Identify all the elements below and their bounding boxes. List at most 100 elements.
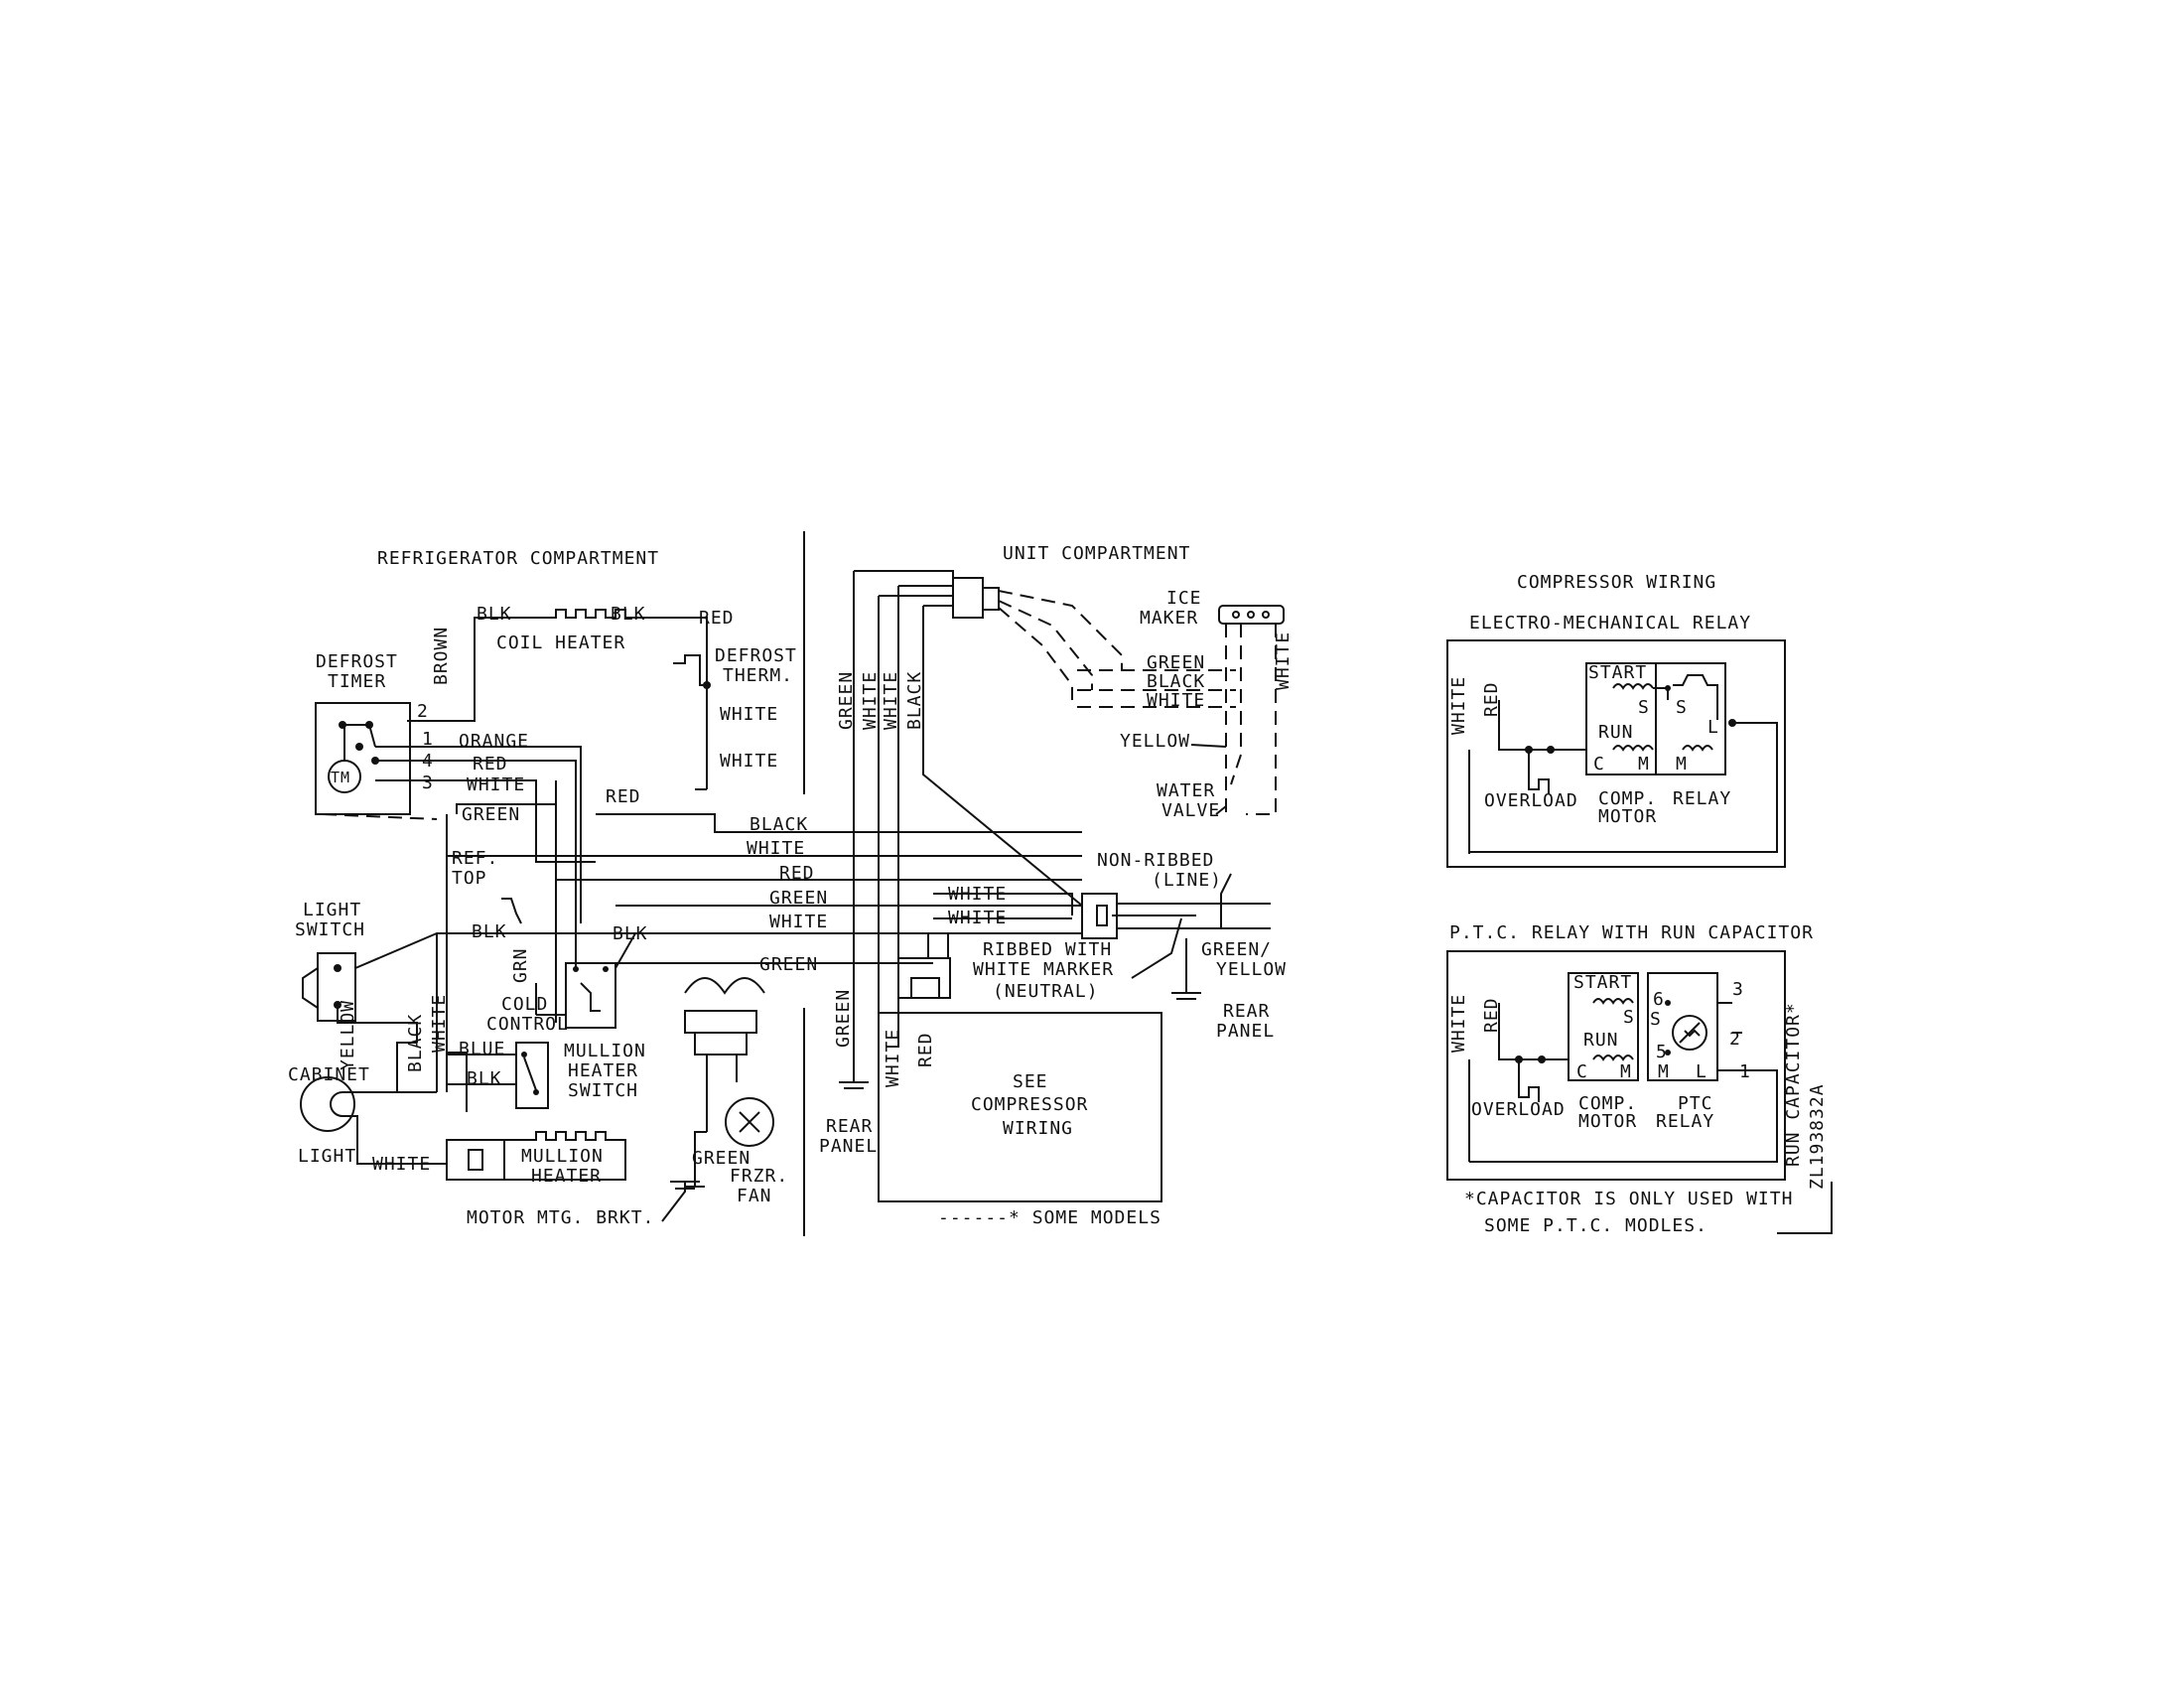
em-motor-label: MOTOR	[1598, 806, 1657, 827]
ptc-t5-label: 5	[1656, 1042, 1668, 1062]
wire-white-ice-vert-label: WHITE	[1273, 632, 1294, 690]
frzr-fan-label-1: FRZR.	[730, 1166, 788, 1187]
water-valve-label-1: WATER	[1157, 780, 1215, 801]
frzr-fan-label-2: FAN	[737, 1186, 772, 1206]
em-m-label-1: M	[1638, 754, 1650, 774]
ptc-comp-label: COMP.	[1578, 1093, 1637, 1114]
wire-orange-label: ORANGE	[459, 731, 529, 752]
rear-panel-right-label-2: PANEL	[1216, 1021, 1275, 1042]
em-l-label: L	[1707, 717, 1719, 738]
cabinet-label: CABINET	[288, 1064, 370, 1085]
defrost-timer-label-1: DEFROST	[316, 651, 398, 672]
non-ribbed-label-2: (LINE)	[1152, 870, 1222, 891]
mullion-heater	[446, 1131, 626, 1181]
motor-mtg-brkt-leader	[661, 1182, 686, 1222]
part-number-label: ZL193832A	[1807, 1083, 1828, 1190]
em-m-label-2: M	[1676, 754, 1688, 774]
em-wire-red-label: RED	[1481, 681, 1502, 717]
mullion-heater-switch-label-1: MULLION	[564, 1041, 646, 1061]
rear-panel-left-label-2: PANEL	[819, 1136, 878, 1157]
defrost-timer-label-2: TIMER	[328, 671, 386, 692]
mullion-heater-label-2: HEATER	[531, 1166, 602, 1187]
green-yellow-label-1: GREEN/	[1201, 939, 1272, 960]
mullion-heater-label-1: MULLION	[521, 1146, 604, 1167]
wire-green-harness-label: GREEN	[769, 888, 828, 909]
wire-grn-label: GRN	[510, 947, 531, 983]
wire-white-harness-label: WHITE	[747, 838, 805, 859]
cabinet-light	[300, 1042, 447, 1165]
wire-red-comp-label: RED	[915, 1032, 936, 1067]
main-harness	[447, 813, 1271, 1000]
defrost-timer-tm-label: TM	[331, 769, 350, 786]
wire-blk-ref-label: BLK	[472, 921, 507, 942]
em-overload-label: OVERLOAD	[1484, 790, 1578, 811]
ptc-c-label: C	[1576, 1061, 1588, 1082]
em-s-label-2: S	[1676, 697, 1688, 718]
some-models-label: ------* SOME MODELS	[938, 1207, 1161, 1228]
unit-compartment-title: UNIT COMPARTMENT	[1003, 543, 1190, 564]
rear-panel-right-label-1: REAR	[1223, 1001, 1270, 1022]
rear-panel-left-label-1: REAR	[826, 1116, 873, 1137]
coil-heater-label: COIL HEATER	[496, 633, 625, 653]
wire-white-unit-1: WHITE	[948, 884, 1007, 905]
light-switch-label-1: LIGHT	[303, 900, 361, 920]
ice-maker-connector	[952, 577, 1236, 708]
wire-yellow-label: YELLOW	[338, 1000, 358, 1070]
wire-black-ice-label: BLACK	[1147, 671, 1205, 692]
ptc-relay-title: P.T.C. RELAY WITH RUN CAPACITOR	[1449, 922, 1814, 943]
electro-mechanical-relay-panel	[1446, 639, 1786, 868]
ptc-s-label-1: S	[1623, 1007, 1635, 1028]
wire-white-timer-label: WHITE	[467, 774, 525, 795]
wire-blk-coil-1: BLK	[477, 604, 512, 625]
cold-control-label-2: CONTROL	[486, 1014, 569, 1035]
see-compressor-block	[878, 933, 1162, 1202]
mullion-heater-switch	[447, 1042, 549, 1109]
em-comp-label: COMP.	[1598, 788, 1657, 809]
see-compressor-label-3: WIRING	[1003, 1118, 1073, 1139]
wire-green-timer-label: GREEN	[462, 804, 520, 825]
ptc-t1-label: 1	[1739, 1061, 1751, 1082]
wire-black-vert-label: BLACK	[904, 671, 925, 730]
wire-white-harness-label-2: WHITE	[769, 912, 828, 932]
line-connector	[1081, 893, 1118, 939]
ptc-m-label-2: M	[1658, 1061, 1670, 1082]
ptc-t3-label: 3	[1732, 979, 1744, 1000]
ptc-t6-label: 6	[1653, 989, 1665, 1010]
wire-black-harness-label: BLACK	[750, 814, 808, 835]
wire-black-switch-label: BLACK	[405, 1014, 426, 1072]
defrost-therm-label-2: THERM.	[723, 665, 793, 686]
wire-green-ice-label: GREEN	[1147, 652, 1205, 673]
wire-red-coil: RED	[699, 608, 735, 629]
wire-white-ice-label: WHITE	[1147, 690, 1205, 711]
ptc-l-label: L	[1696, 1061, 1707, 1082]
ribbed-label-3: (NEUTRAL)	[993, 981, 1099, 1002]
water-valve-wire	[1215, 805, 1227, 815]
wire-yellow-ice-label: YELLOW	[1120, 731, 1190, 752]
footnote-line-1: *CAPACITOR IS ONLY USED WITH	[1464, 1189, 1793, 1209]
wire-blk-coil-2: BLK	[611, 604, 646, 625]
ptc-motor-label: MOTOR	[1578, 1111, 1637, 1132]
non-ribbed-label-1: NON-RIBBED	[1097, 850, 1214, 871]
ptc-relay-label: RELAY	[1656, 1111, 1714, 1132]
wire-white-therm-1: WHITE	[720, 704, 778, 725]
terminal-3-label: 3	[422, 773, 434, 793]
ref-top-label-2: TOP	[452, 868, 487, 889]
em-wire-white-label: WHITE	[1448, 676, 1469, 735]
refrigerator-compartment-title: REFRIGERATOR COMPARTMENT	[377, 548, 659, 569]
cold-control-label-1: COLD	[501, 994, 548, 1015]
wire-white-vert-label-1: WHITE	[860, 671, 881, 730]
unit-vertical-wires	[839, 570, 1083, 1089]
electro-mechanical-relay-title: ELECTRO-MECHANICAL RELAY	[1469, 613, 1751, 633]
ribbed-label-1: RIBBED WITH	[983, 939, 1112, 960]
wire-white-vert-label-2: WHITE	[881, 671, 901, 730]
mullion-heater-switch-label-2: HEATER	[568, 1060, 638, 1081]
run-capacitor-label: RUN CAPACITOR*	[1783, 1002, 1804, 1167]
ptc-run-label: RUN	[1583, 1030, 1619, 1051]
ref-top-probe	[501, 898, 522, 924]
ptc-wire-red-label: RED	[1481, 997, 1502, 1033]
ptc-m-label-1: M	[1620, 1061, 1632, 1082]
freezer-fan	[684, 977, 774, 1188]
defrost-therm-label-1: DEFROST	[715, 645, 797, 666]
mullion-heater-switch-label-3: SWITCH	[568, 1080, 638, 1101]
